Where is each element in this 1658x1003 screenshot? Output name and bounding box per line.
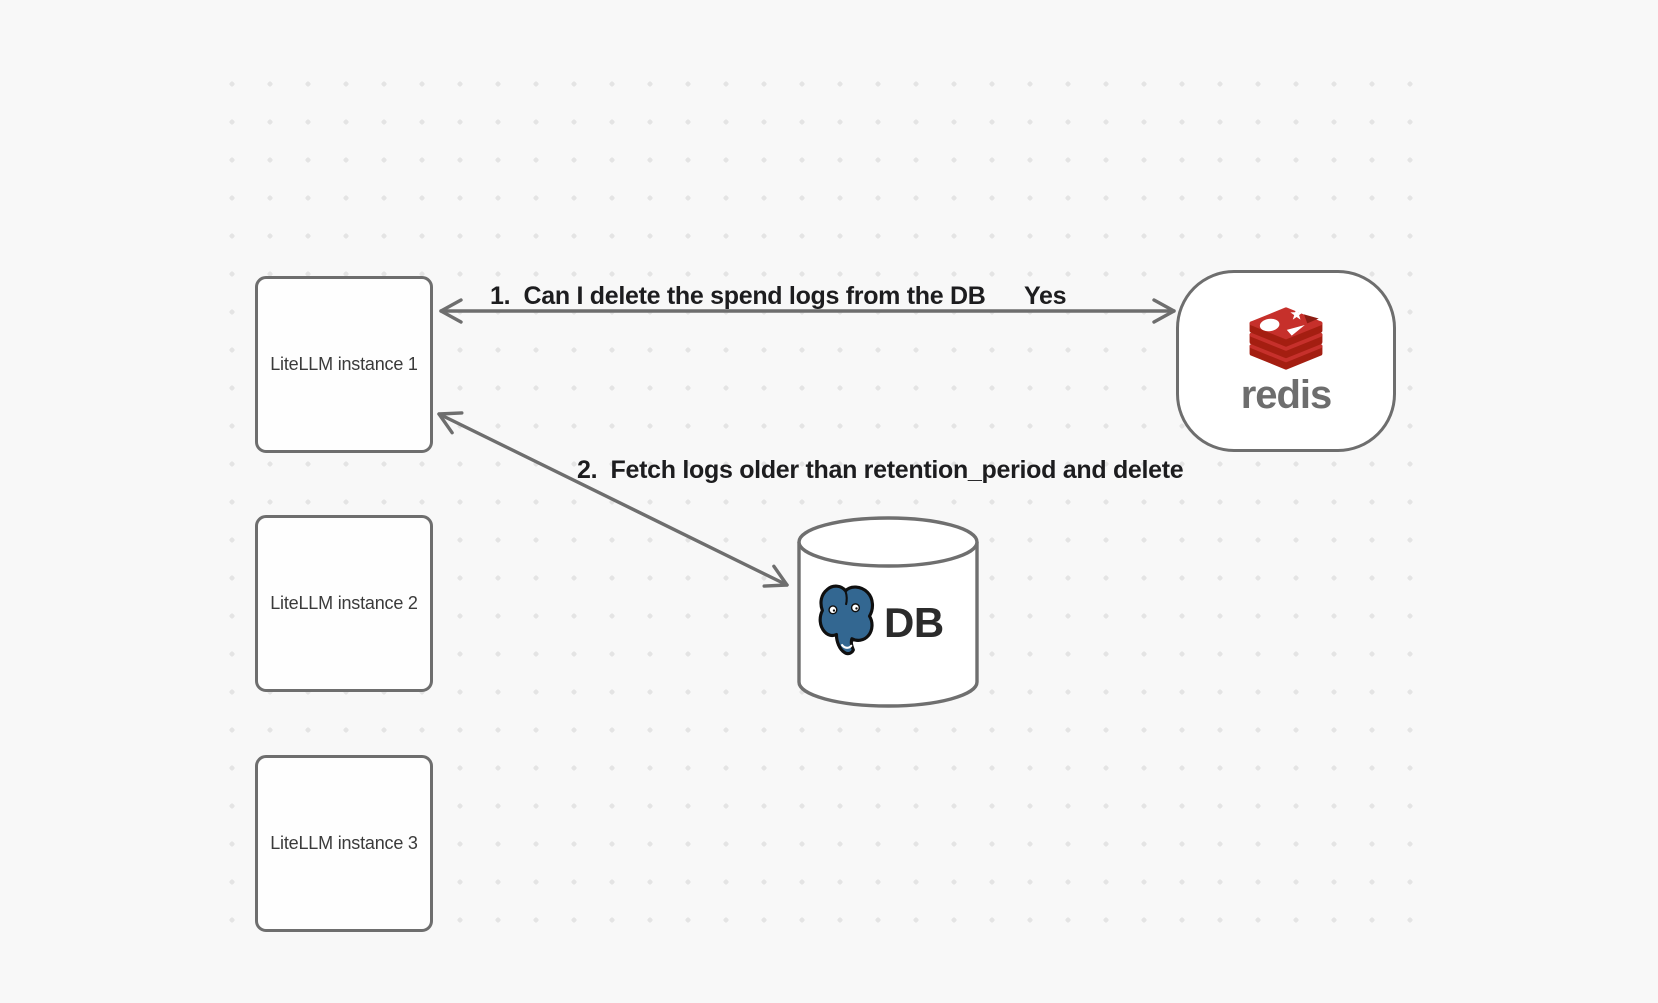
redis-node[interactable]: redis: [1176, 270, 1396, 452]
db-cylinder-node[interactable]: [795, 512, 981, 712]
litellm-instance-3-label: LiteLLM instance 3: [270, 833, 418, 853]
redis-logo-icon: [1249, 307, 1323, 370]
redis-wordmark: redis: [1240, 373, 1333, 417]
litellm-instance-1-label: LiteLLM instance 1: [270, 354, 418, 374]
arrow-instance1-db[interactable]: [437, 411, 789, 588]
litellm-instance-2-node[interactable]: LiteLLM instance 2: [255, 515, 433, 692]
edge2-label[interactable]: 2. Fetch logs older than retention_perio…: [577, 456, 1184, 484]
litellm-instance-1-node[interactable]: LiteLLM instance 1: [255, 276, 433, 453]
litellm-instance-3-node[interactable]: LiteLLM instance 3: [255, 755, 433, 932]
edge1-label[interactable]: 1. Can I delete the spend logs from the …: [490, 282, 986, 310]
postgresql-elephant-icon: [818, 584, 875, 656]
edge1-reply-label[interactable]: Yes: [1024, 282, 1067, 310]
litellm-instance-2-label: LiteLLM instance 2: [270, 593, 418, 613]
db-label: DB: [884, 599, 944, 646]
